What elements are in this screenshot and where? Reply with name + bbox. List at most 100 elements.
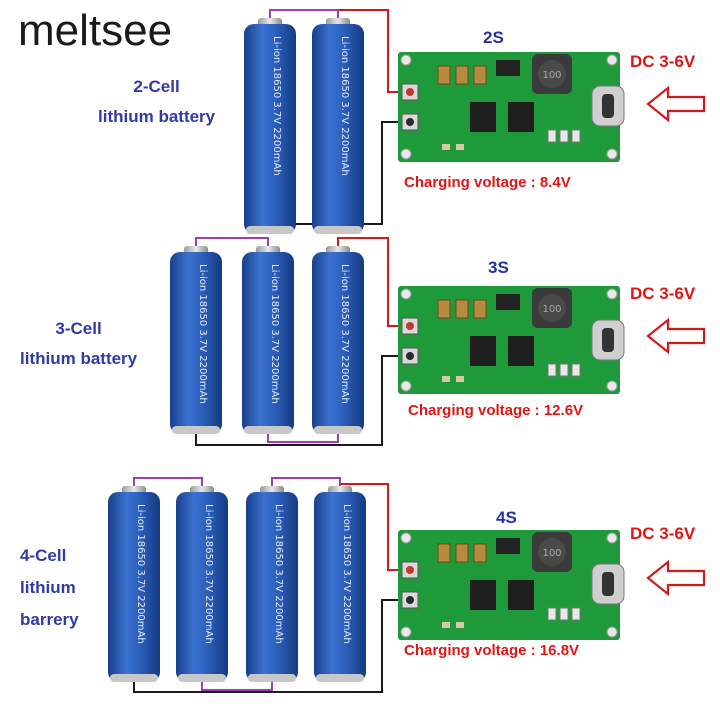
ic-chip	[508, 336, 534, 366]
capacitor	[455, 299, 469, 319]
section-3-charging-voltage: Charging voltage : 16.8V	[404, 642, 580, 659]
bat-minus-solder	[406, 352, 414, 360]
input-arrow-1	[646, 85, 706, 123]
battery-label: Li-ion 18650 3.7V 2200mAh	[341, 504, 352, 644]
ic-chip	[508, 102, 534, 132]
inductor-core	[538, 538, 566, 566]
mount-hole	[606, 54, 618, 66]
charger-board-2: 100	[398, 286, 625, 394]
battery-label: Li-ion 18650 3.7V 2200mAh	[273, 504, 284, 644]
battery-label: Li-ion 18650 3.7V 2200mAh	[339, 36, 350, 176]
battery-body	[244, 24, 296, 234]
section-1-label-line-1: 2-Cell	[133, 77, 180, 96]
section-1-label-line-2: lithium battery	[98, 107, 216, 126]
section-3-mode: 4S	[496, 508, 517, 527]
battery-body	[312, 252, 364, 434]
ic-chip	[470, 580, 496, 610]
input-arrow-2	[646, 317, 706, 355]
battery-bottom-cap	[244, 426, 292, 434]
bat-plus-solder	[406, 322, 414, 330]
inductor-mark: 100	[542, 548, 561, 559]
battery-2-1: Li-ion 18650 3.7V 2200mAh	[170, 246, 222, 434]
battery-1-1: Li-ion 18650 3.7V 2200mAh	[244, 18, 296, 234]
battery-label: Li-ion 18650 3.7V 2200mAh	[271, 36, 282, 176]
diode	[496, 60, 520, 76]
section-3-label-line-2: lithium	[20, 578, 76, 597]
resistor	[547, 363, 557, 377]
resistor	[559, 363, 569, 377]
mount-hole	[400, 148, 412, 160]
battery-bottom-cap	[172, 426, 220, 434]
battery-body	[312, 24, 364, 234]
bat-plus-solder	[406, 88, 414, 96]
inductor-mark: 100	[542, 70, 561, 81]
mount-hole	[400, 288, 412, 300]
mount-hole	[606, 626, 618, 638]
battery-2-3: Li-ion 18650 3.7V 2200mAh	[312, 246, 364, 434]
battery-bottom-cap	[178, 674, 226, 682]
led	[456, 622, 464, 628]
brand-logo-text: meltsee	[18, 6, 173, 55]
battery-3-1: Li-ion 18650 3.7V 2200mAh	[108, 486, 160, 682]
battery-label: Li-ion 18650 3.7V 2200mAh	[135, 504, 146, 644]
input-arrow-3	[646, 559, 706, 597]
battery-body	[314, 492, 366, 682]
battery-2-2: Li-ion 18650 3.7V 2200mAh	[242, 246, 294, 434]
diode	[496, 294, 520, 310]
capacitor	[437, 65, 451, 85]
battery-label: Li-ion 18650 3.7V 2200mAh	[339, 264, 350, 404]
mount-hole	[606, 288, 618, 300]
capacitor	[473, 543, 487, 563]
capacitor	[473, 65, 487, 85]
section-2-label: 3-Cell lithium battery	[20, 314, 137, 374]
battery-label: Li-ion 18650 3.7V 2200mAh	[197, 264, 208, 404]
battery-body	[242, 252, 294, 434]
diode	[496, 538, 520, 554]
battery-bottom-cap	[246, 226, 294, 234]
capacitor	[455, 543, 469, 563]
negative-wire-3	[133, 599, 406, 693]
usb-c-port	[602, 572, 614, 596]
positive-wire-2	[337, 237, 406, 327]
resistor	[547, 607, 557, 621]
section-1-dc-input: DC 3-6V	[630, 52, 696, 71]
arrows-layer	[646, 85, 706, 597]
ic-chip	[508, 580, 534, 610]
battery-bottom-cap	[248, 674, 296, 682]
capacitor	[473, 299, 487, 319]
mount-hole	[606, 380, 618, 392]
bat-minus-solder	[406, 118, 414, 126]
battery-3-4: Li-ion 18650 3.7V 2200mAh	[314, 486, 366, 682]
inductor-mark: 100	[542, 304, 561, 315]
charger-board-3: 100	[398, 530, 625, 640]
negative-wire-2	[195, 355, 406, 446]
battery-3-2: Li-ion 18650 3.7V 2200mAh	[176, 486, 228, 682]
mount-hole	[606, 532, 618, 544]
mount-hole	[400, 380, 412, 392]
battery-bottom-cap	[314, 226, 362, 234]
section-3-label: 4-Cell lithium barrery	[20, 540, 79, 636]
charger-board-1: 100	[398, 52, 625, 162]
battery-bottom-cap	[314, 426, 362, 434]
resistor	[559, 607, 569, 621]
capacitor	[437, 299, 451, 319]
section-2-dc-input: DC 3-6V	[630, 284, 696, 303]
resistor	[571, 129, 581, 143]
resistor	[571, 363, 581, 377]
inductor-core	[538, 60, 566, 88]
resistor	[571, 607, 581, 621]
battery-1-2: Li-ion 18650 3.7V 2200mAh	[312, 18, 364, 234]
battery-bottom-cap	[316, 674, 364, 682]
section-2-charging-voltage: Charging voltage : 12.6V	[408, 402, 584, 419]
boards-layer: 100 100 100	[398, 52, 625, 640]
led	[456, 376, 464, 382]
led	[442, 144, 450, 150]
battery-body	[176, 492, 228, 682]
ic-chip	[470, 336, 496, 366]
mount-hole	[606, 148, 618, 160]
battery-body	[170, 252, 222, 434]
mount-hole	[400, 54, 412, 66]
section-3-label-line-3: barrery	[20, 610, 79, 629]
bat-plus-solder	[406, 566, 414, 574]
